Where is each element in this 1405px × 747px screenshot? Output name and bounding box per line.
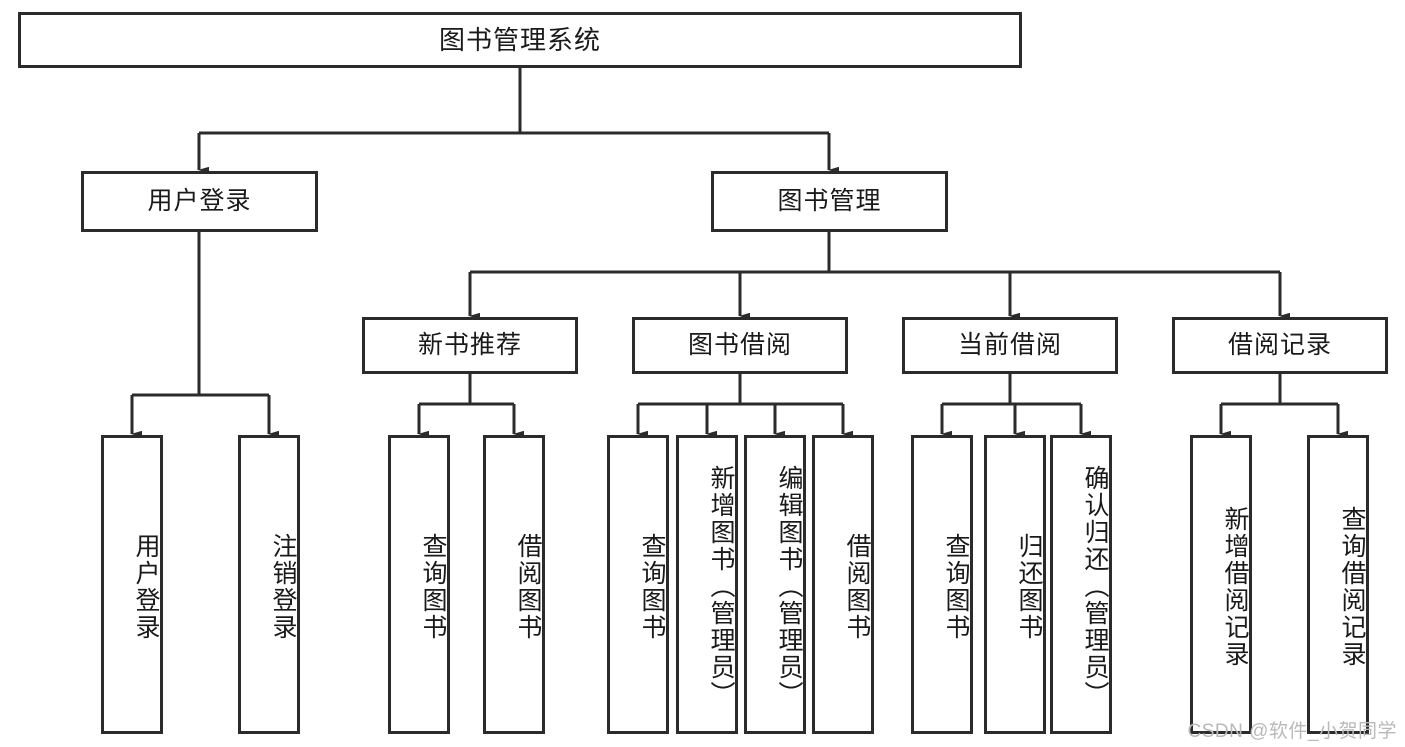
node-label: 新增借阅记录 — [1221, 505, 1249, 668]
node-label: 当前借阅 — [957, 330, 1062, 359]
node-leaf-query-book-newbook[interactable]: 查询图书 — [388, 435, 450, 734]
node-leaf-borrow-book[interactable]: 借阅图书 — [812, 435, 874, 734]
node-leaf-query-book-borrow[interactable]: 查询图书 — [607, 435, 669, 734]
node-label: 新书推荐 — [417, 330, 522, 359]
node-label: 编辑图书（管理员） — [775, 465, 803, 708]
node-current-borrow[interactable]: 当前借阅 — [902, 317, 1118, 374]
node-root-system[interactable]: 图书管理系统 — [18, 12, 1022, 68]
node-label: 查询图书 — [419, 532, 447, 641]
node-label: 查询借阅记录 — [1338, 505, 1366, 668]
node-label: 借阅记录 — [1227, 330, 1332, 359]
node-leaf-query-book-current[interactable]: 查询图书 — [911, 435, 973, 734]
node-label: 确认归还（管理员） — [1081, 465, 1109, 708]
edges-group — [130, 68, 1348, 438]
node-leaf-return-book[interactable]: 归还图书 — [984, 435, 1046, 734]
node-new-book-recommend[interactable]: 新书推荐 — [362, 317, 578, 374]
node-label: 用户登录 — [147, 186, 252, 215]
node-leaf-borrow-book-newbook[interactable]: 借阅图书 — [483, 435, 545, 734]
node-book-borrow[interactable]: 图书借阅 — [632, 317, 848, 374]
node-leaf-user-login[interactable]: 用户登录 — [101, 435, 163, 734]
node-leaf-add-book-admin[interactable]: 新增图书（管理员） — [676, 435, 738, 734]
node-label: 归还图书 — [1015, 532, 1043, 641]
node-label: 借阅图书 — [514, 532, 542, 641]
node-book-management[interactable]: 图书管理 — [711, 171, 948, 232]
node-label: 查询图书 — [638, 532, 666, 641]
node-leaf-add-borrow-record[interactable]: 新增借阅记录 — [1190, 435, 1252, 734]
node-label: 用户登录 — [132, 532, 160, 641]
node-label: 注销登录 — [269, 532, 297, 641]
node-label: 新增图书（管理员） — [707, 465, 735, 708]
node-label: 图书管理系统 — [438, 24, 601, 55]
node-borrow-record[interactable]: 借阅记录 — [1172, 317, 1388, 374]
node-leaf-query-borrow-record[interactable]: 查询借阅记录 — [1307, 435, 1369, 734]
node-label: 查询图书 — [942, 532, 970, 641]
node-leaf-logout[interactable]: 注销登录 — [238, 435, 300, 734]
node-user-login[interactable]: 用户登录 — [81, 171, 318, 232]
watermark-text: CSDN @软件_小贺同学 — [1187, 721, 1397, 742]
node-label: 图书借阅 — [687, 330, 792, 359]
node-label: 图书管理 — [777, 186, 882, 215]
node-leaf-confirm-return-admin[interactable]: 确认归还（管理员） — [1050, 435, 1112, 734]
node-label: 借阅图书 — [843, 532, 871, 641]
node-leaf-edit-book-admin[interactable]: 编辑图书（管理员） — [744, 435, 806, 734]
